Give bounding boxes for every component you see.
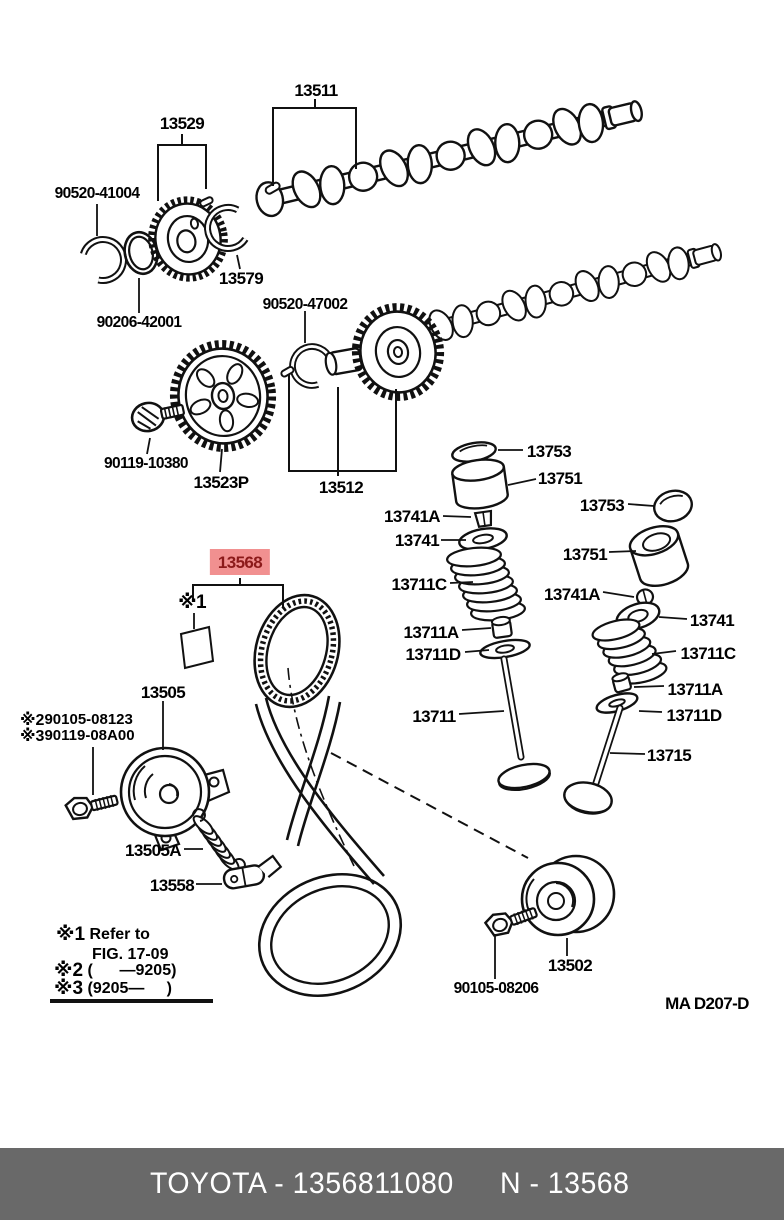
side-ref-90119-08A00: ※390119-08A00	[20, 728, 135, 745]
part-label-13505: 13505	[140, 683, 186, 702]
banner-part-number: TOYOTA - 1356811080	[150, 1167, 454, 1200]
part-label-13512: 13512	[318, 478, 364, 497]
callout-tag-box	[179, 625, 215, 670]
part-label-13711A-right: 13711A	[667, 680, 723, 699]
part-label-13711D-mid: 13711D	[405, 645, 461, 664]
camshaft-no2-drawing	[394, 232, 727, 357]
diagram-code: MA D207-D	[665, 994, 749, 1013]
footnote-4-marker: ※3	[54, 978, 84, 999]
catalog-banner: TOYOTA - 1356811080 N - 13568	[0, 1148, 784, 1220]
footnote-underline	[50, 999, 213, 1003]
footnote-row-3: ※2 ( —9205)	[54, 961, 176, 980]
part-label-13711C-right: 13711C	[680, 644, 736, 663]
bolt-90119-10380-drawing	[130, 401, 185, 433]
idler-13502-drawing	[520, 854, 616, 937]
part-label-13511: 13511	[294, 81, 338, 100]
valve-spring-mid	[446, 546, 526, 622]
valve-stack-right-drawing	[563, 489, 693, 815]
footnote-row-1: ※1 Refer to	[56, 925, 150, 944]
parts-diagram-page: 13511 13529 90520-41004 13579 90206-4200…	[20, 81, 750, 1013]
snap-ring-90520-41004-drawing	[81, 232, 131, 285]
part-label-13741A-mid: 13741A	[384, 507, 441, 526]
valve-13711-drawing	[497, 655, 551, 791]
part-label-90206-42001: 90206-42001	[96, 314, 182, 331]
footnote-4-text: (9205— )	[87, 980, 172, 997]
tensioner-13505-drawing	[119, 746, 231, 852]
bolt-90105-08123-drawing	[63, 786, 121, 824]
part-label-13529: 13529	[159, 114, 205, 133]
footnote-row-2: FIG. 17-09	[92, 947, 168, 963]
part-label-13505A: 13505A	[125, 841, 182, 860]
valve-stack-mid-drawing	[446, 441, 551, 791]
footnote-2-text: FIG. 17-09	[92, 946, 169, 963]
part-label-13558: 13558	[149, 876, 195, 895]
key-pin-upper	[264, 181, 281, 195]
part-label-13741A-right: 13741A	[544, 585, 601, 604]
part-label-13711D-right: 13711D	[666, 706, 722, 725]
part-label-13711: 13711	[412, 707, 456, 726]
pulley-13523P-drawing	[169, 340, 277, 452]
part-label-90119-10380: 90119-10380	[104, 455, 189, 472]
oring-90206-42001-drawing	[123, 230, 159, 276]
side-ref-90105-08123: ※290105-08123	[20, 712, 133, 729]
ref2-marker: ※2	[20, 712, 45, 729]
part-label-13715: 13715	[646, 746, 692, 765]
part-label-13523P: 13523P	[193, 473, 249, 492]
part-label-90520-47002: 90520-47002	[262, 296, 348, 313]
part-label-13751-mid: 13751	[537, 469, 583, 488]
parts-diagram-drawing	[63, 87, 727, 998]
label-brackets	[157, 99, 397, 607]
part-label-13741-mid: 13741	[394, 531, 440, 550]
footnote-3-marker: ※2	[54, 960, 84, 981]
footnote-3-text: ( —9205)	[87, 962, 177, 979]
bracket-13558-drawing	[222, 854, 283, 890]
ref3-text: 90119-08A00	[44, 727, 135, 744]
valve-spring-right	[591, 618, 668, 685]
timing-belt-drawing	[253, 593, 403, 998]
part-label-13579: 13579	[218, 269, 264, 288]
footnote-1-text: Refer to	[89, 926, 150, 943]
gear-13529-drawing	[148, 196, 228, 282]
valve-13715-drawing	[563, 704, 624, 815]
part-label-90105-08206: 90105-08206	[453, 980, 539, 997]
part-label-13753-right: 13753	[579, 496, 625, 515]
part-label-13741-right: 13741	[689, 611, 735, 630]
part-label-13753-mid: 13753	[526, 442, 572, 461]
key-pin-gear	[199, 196, 214, 208]
footnote-row-4: ※3 (9205— )	[54, 979, 172, 998]
tensioner-spring-13505A-drawing	[191, 808, 246, 872]
part-label-13502: 13502	[547, 956, 593, 975]
gear-13512-drawing	[324, 303, 445, 401]
ref3-marker: ※3	[20, 728, 45, 745]
footnote-1-marker: ※1	[56, 924, 86, 945]
part-label-13711A-mid: 13711A	[403, 623, 459, 642]
banner-figure-number: N - 13568	[500, 1167, 630, 1200]
part-label-13568-highlighted: 13568	[209, 549, 271, 575]
ref2-text: 90105-08123	[44, 711, 133, 728]
callout-marker-1: ※1	[178, 592, 206, 613]
part-label-90520-41004: 90520-41004	[54, 185, 140, 202]
part-label-13751-right: 13751	[562, 545, 608, 564]
part-label-13711C-mid: 13711C	[391, 575, 447, 594]
leader-lines	[92, 204, 688, 979]
